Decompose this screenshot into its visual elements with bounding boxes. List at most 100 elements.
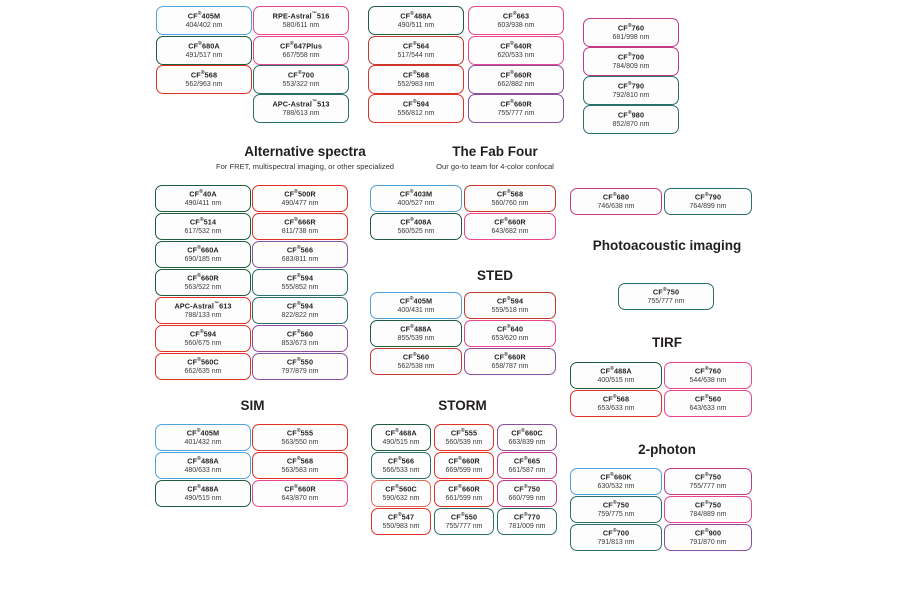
- trademark-glyph: ®: [198, 40, 202, 47]
- dye-name: CF®640: [496, 323, 524, 334]
- dye-code: 405M: [201, 11, 221, 21]
- dye-excitation-emission: 791/870 nm: [689, 538, 727, 546]
- trademark-glyph: ®: [612, 393, 617, 400]
- dye-name: CF®560C: [385, 483, 417, 494]
- trademark-glyph: ®: [197, 244, 201, 251]
- trademark-glyph: ™: [213, 300, 220, 307]
- section-title-fab-four: The Fab Four: [452, 144, 538, 159]
- dye-code: 660R: [200, 273, 219, 283]
- dye-code: 514: [203, 217, 217, 227]
- trademark-glyph: ®: [412, 69, 417, 76]
- dye-code: 550: [464, 512, 478, 522]
- trademark-glyph: ®: [460, 511, 465, 518]
- dye-excitation-emission: 560/525 nm: [397, 227, 435, 235]
- trademark-glyph: ®: [460, 427, 465, 434]
- dye-name: CF®790: [694, 191, 722, 202]
- trademark-glyph: ®: [289, 40, 294, 47]
- trademark-glyph: ®: [704, 191, 709, 198]
- dye-excitation-emission: 400/515 nm: [597, 376, 635, 384]
- trademark-glyph: ®: [296, 328, 301, 335]
- dye-name: CF®488A: [187, 455, 219, 466]
- dye-name: CF®760: [617, 22, 645, 33]
- dye-name: APC-Astral™613: [174, 300, 232, 311]
- dye-name: CF®408A: [400, 216, 432, 227]
- dye-name: CF®750: [513, 483, 541, 494]
